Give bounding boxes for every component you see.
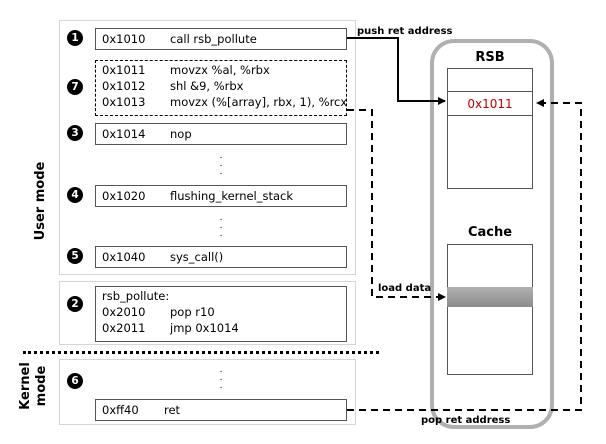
step-badge-3: 3: [67, 125, 83, 141]
instruction: sys_call(): [170, 250, 224, 264]
cache-line-loaded: [447, 287, 533, 307]
instruction-box-call-rsb-pollute: 0x1010 call rsb_pollute: [95, 28, 347, 50]
instruction: call rsb_pollute: [170, 32, 257, 46]
instruction: movzx (%[array], rbx, 1), %rcx: [170, 95, 348, 109]
address: 0xff40: [102, 403, 139, 417]
rsb-stack: [447, 68, 533, 189]
push-arrow: [347, 37, 446, 105]
step-badge-1: 1: [67, 30, 83, 46]
load-data-label: load data: [378, 283, 432, 294]
address: 0x1013: [102, 95, 146, 109]
address: 0x1040: [102, 250, 146, 264]
pop-arrow: [347, 99, 582, 411]
address: 0x2011: [102, 321, 146, 335]
ellipsis: ...: [219, 213, 223, 239]
instruction: movzx %al, %rbx: [170, 63, 270, 77]
step-badge-6: 6: [67, 373, 83, 389]
user-kernel-separator: [23, 351, 379, 354]
address: 0x1014: [102, 127, 146, 141]
step-badge-7: 7: [67, 79, 83, 95]
instruction-box-flushing-kernel-stack: 0x1020 flushing_kernel_stack: [95, 185, 347, 207]
address: 0x1012: [102, 79, 146, 93]
cpu-hardware-container: [430, 39, 554, 429]
step-badge-2: 2: [67, 296, 83, 312]
function-label: rsb_pollute:: [102, 289, 170, 303]
instruction: jmp 0x1014: [170, 321, 239, 335]
ellipsis: ...: [219, 365, 223, 391]
instruction: flushing_kernel_stack: [170, 189, 294, 203]
instruction: shl &9, %rbx: [170, 79, 244, 93]
step-badge-5: 5: [67, 248, 83, 264]
ellipsis: ...: [219, 151, 223, 177]
address: 0x1010: [102, 32, 146, 46]
address: 0x2010: [102, 305, 146, 319]
instruction-box-sys-call: 0x1040 sys_call(): [95, 246, 347, 268]
rsb-entry: 0x1011: [447, 91, 533, 116]
instruction: nop: [170, 127, 192, 141]
cache-title: Cache: [467, 225, 513, 240]
push-ret-address-label: push ret address: [357, 26, 453, 37]
instruction-box-ret: 0xff40 ret: [95, 399, 347, 421]
pop-ret-address-label: pop ret address: [421, 415, 511, 426]
rsb-title: RSB: [475, 50, 505, 65]
instruction-box-speculative-load: 0x1011 movzx %al, %rbx 0x1012 shl &9, %rbx…: [95, 60, 347, 116]
address: 0x1020: [102, 189, 146, 203]
load-data-arrow: [347, 109, 446, 301]
instruction: pop r10: [170, 305, 215, 319]
cache-block: [447, 244, 533, 375]
step-badge-4: 4: [67, 187, 83, 203]
address: 0x1011: [102, 63, 146, 77]
instruction: ret: [164, 403, 181, 417]
instruction-box-rsb-pollute: rsb_pollute: 0x2010 pop r10 0x2011 jmp 0x1…: [95, 286, 347, 342]
instruction-box-nop: 0x1014 nop: [95, 123, 347, 145]
